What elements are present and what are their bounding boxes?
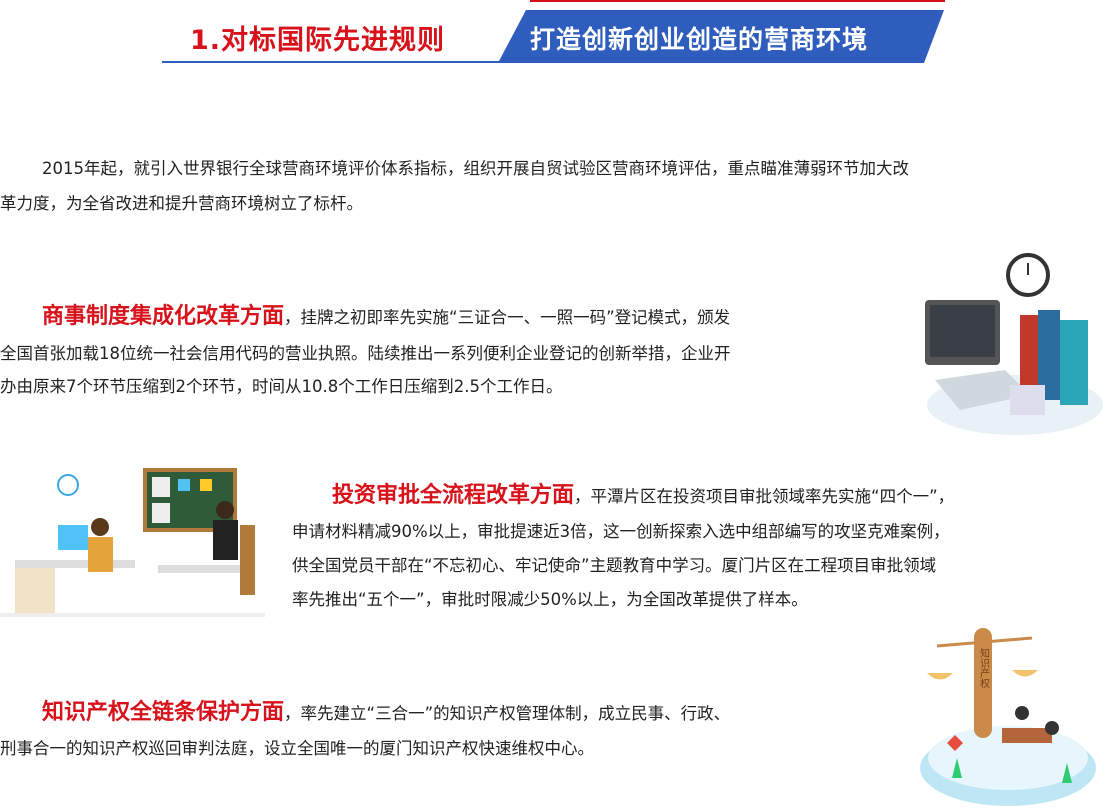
- business-line: 办由原来7个环节压缩到2个环节，时间从10.8个工作日压缩到2.5个工作日。: [0, 377, 563, 396]
- computer-books-illustration: [925, 253, 1103, 435]
- investment-heading: 投资审批全流程改革方面: [332, 483, 575, 508]
- investment-line: 供全国党员干部在“不忘初心、牢记使命”主题教育中学习。厦门片区在工程项目审批领域: [292, 556, 937, 575]
- ip-heading: 知识产权全链条保护方面: [42, 700, 285, 725]
- intro-line: 革力度，为全省改进和提升营商环境树立了标杆。: [0, 194, 363, 213]
- business-line: ，挂牌之初即率先实施“三证合一、一照一码”登记模式，颁发: [284, 308, 731, 327]
- ip-line: ，率先建立“三合一”的知识产权管理体制，成立民事、行政、: [284, 704, 731, 723]
- intro-line: 2015年起，就引入世界银行全球营商环境评价体系指标，组织开展自贸试验区营商环境…: [42, 159, 909, 178]
- office-workers-illustration: [0, 468, 265, 617]
- seal-text: 知识产权: [978, 647, 990, 689]
- banner-title: 打造创新创业创造的营商环境: [530, 25, 869, 54]
- ip-court-illustration: 知识产权: [920, 628, 1096, 806]
- clock-icon: [57, 474, 79, 496]
- investment-line: ，平潭片区在投资项目审批领域率先实施“四个一”，: [574, 487, 955, 506]
- business-heading: 商事制度集成化改革方面: [42, 304, 285, 329]
- header-underline: [162, 61, 512, 63]
- investment-line: 申请材料精减90%以上，审批提速近3倍，这一创新探索入选中组部编写的攻坚克难案例…: [292, 522, 950, 541]
- ip-line: 刑事合一的知识产权巡回审判法庭，设立全国唯一的厦门知识产权快速维权中心。: [0, 739, 594, 758]
- header-top-rule: [530, 0, 945, 2]
- header-banner: 打造创新创业创造的营商环境: [498, 10, 944, 63]
- business-line: 全国首张加载18位统一社会信用代码的营业执照。陆续推出一系列便利企业登记的创新举…: [0, 344, 731, 363]
- ip-pillar: [974, 628, 992, 738]
- investment-line: 率先推出“五个一”，审批时限减少50%以上，为全国改革提供了样本。: [292, 590, 808, 609]
- section-number-title: 1.对标国际先进规则: [190, 25, 446, 56]
